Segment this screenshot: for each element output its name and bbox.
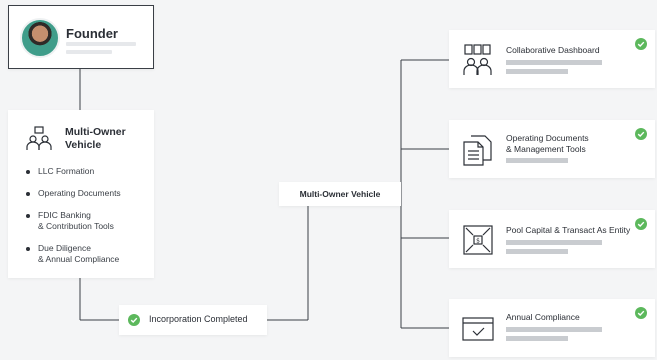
- feature-label: Collaborative Dashboard: [506, 45, 600, 55]
- check-circle-icon: [128, 314, 140, 326]
- founder-avatar: [20, 18, 60, 58]
- feature-card-documents: Operating Documents & Management Tools: [449, 120, 655, 178]
- feature-card-dashboard: Collaborative Dashboard: [449, 30, 655, 88]
- documents-icon: [463, 135, 492, 166]
- placeholder-bar: [506, 69, 568, 74]
- list-item: FDIC Banking & Contribution Tools: [24, 210, 152, 232]
- feature-card-compliance: Annual Compliance: [449, 299, 655, 357]
- svg-text:$: $: [476, 238, 480, 245]
- placeholder-bar: [506, 60, 602, 65]
- feature-card-pool-capital: $ Pool Capital & Transact As Entity: [449, 210, 655, 268]
- check-circle-icon: [635, 38, 647, 50]
- incorporation-label: Incorporation Completed: [149, 314, 248, 324]
- placeholder-bar: [66, 50, 112, 54]
- founder-title: Founder: [66, 26, 118, 41]
- compliance-checkbox-icon: [462, 317, 494, 341]
- list-item: Due Diligence & Annual Compliance: [24, 243, 152, 265]
- vehicle-card: Multi-Owner Vehicle LLC Formation Operat…: [8, 110, 154, 278]
- list-item: Operating Documents: [24, 188, 152, 199]
- placeholder-bar: [506, 327, 602, 332]
- incorporation-status: Incorporation Completed: [119, 305, 267, 335]
- check-circle-icon: [635, 307, 647, 319]
- placeholder-bar: [506, 336, 568, 341]
- pool-capital-icon: $: [463, 225, 493, 255]
- feature-label: Annual Compliance: [506, 312, 580, 322]
- vehicle-title: Multi-Owner Vehicle: [65, 126, 126, 151]
- vehicle-feature-list: LLC Formation Operating Documents FDIC B…: [24, 166, 152, 265]
- hub-label: Multi-Owner Vehicle: [299, 189, 381, 199]
- placeholder-bar: [66, 42, 136, 46]
- owners-icon: [26, 126, 52, 150]
- check-circle-icon: [635, 218, 647, 230]
- team-dashboard-icon: [463, 44, 492, 75]
- feature-label: Operating Documents & Management Tools: [506, 133, 589, 154]
- list-item: LLC Formation: [24, 166, 152, 177]
- placeholder-bar: [506, 158, 568, 163]
- check-circle-icon: [635, 128, 647, 140]
- hub-node: Multi-Owner Vehicle: [279, 182, 401, 206]
- founder-card: Founder: [8, 5, 154, 69]
- feature-label: Pool Capital & Transact As Entity: [506, 225, 631, 235]
- placeholder-bar: [506, 240, 602, 245]
- placeholder-bar: [506, 249, 568, 254]
